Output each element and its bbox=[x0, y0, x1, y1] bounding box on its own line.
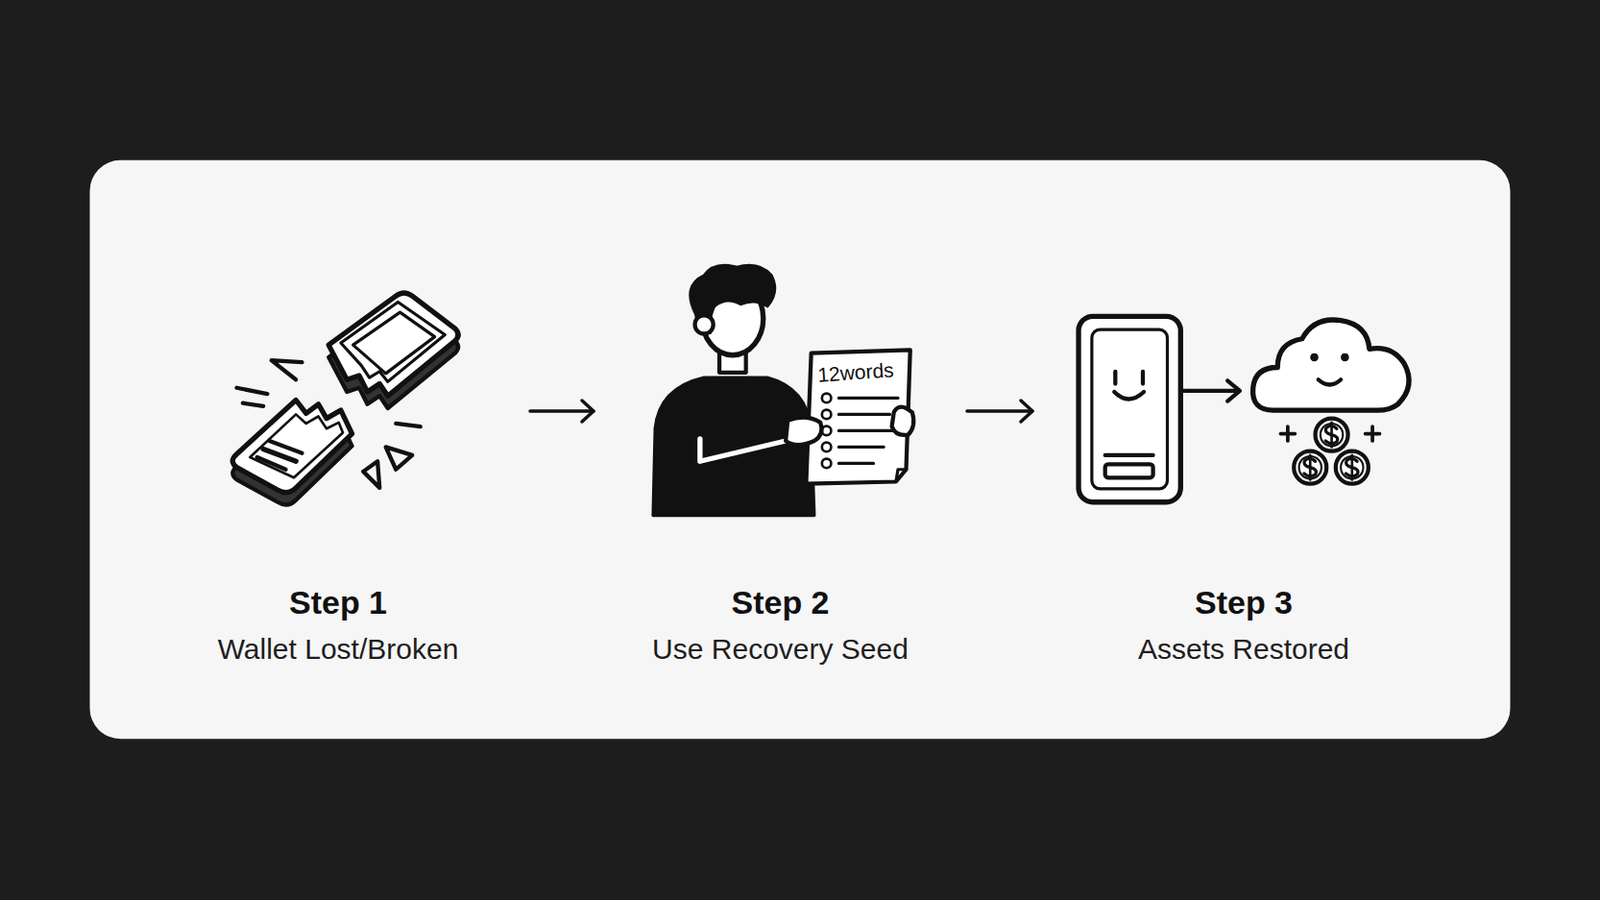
step-panel: Step 2 Use Recovery Seed bbox=[593, 278, 968, 673]
person-with-seed-icon bbox=[653, 265, 914, 515]
step-panel: Step 3 Assets Restored bbox=[1032, 278, 1455, 673]
broken-wallet-icon bbox=[232, 292, 459, 506]
step-description: Wallet Lost/Broken bbox=[145, 630, 531, 669]
coin-symbol bbox=[1335, 451, 1369, 485]
coin-symbol bbox=[1293, 451, 1327, 485]
step-title: Step 1 bbox=[145, 582, 531, 622]
paper-label: 12words bbox=[811, 358, 899, 388]
card-panel bbox=[90, 160, 1511, 739]
step-title: Step 3 bbox=[1032, 582, 1455, 622]
flow-arrow bbox=[967, 400, 1033, 422]
step-description: Assets Restored bbox=[1032, 630, 1455, 669]
step-panel: Step 1 Wallet Lost/Broken bbox=[145, 278, 531, 673]
restored-assets-icon bbox=[1078, 315, 1409, 502]
coin-symbol bbox=[1315, 418, 1349, 452]
step-title: Step 2 bbox=[593, 582, 968, 622]
step-description: Use Recovery Seed bbox=[593, 630, 968, 669]
flow-arrow bbox=[530, 400, 594, 422]
